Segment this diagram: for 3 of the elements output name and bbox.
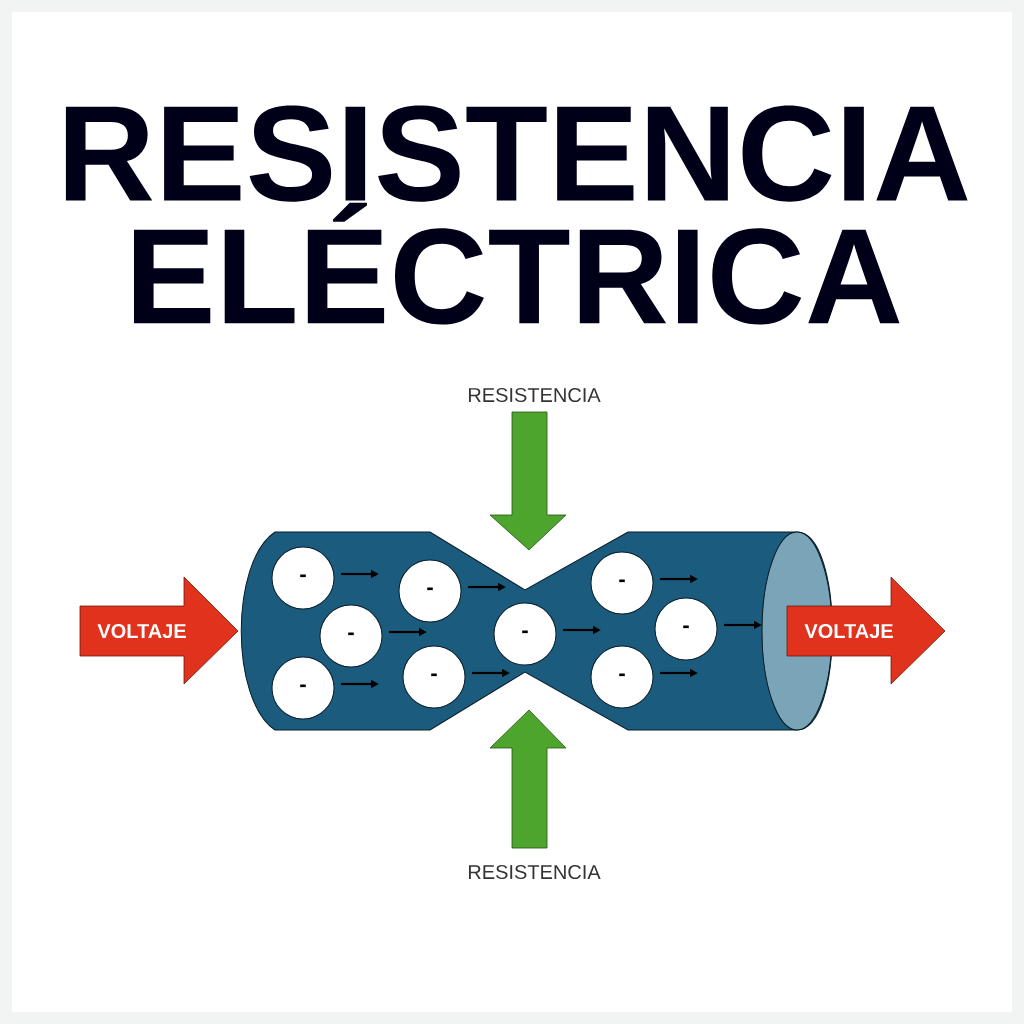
title: RESISTENCIA ELÉCTRICA bbox=[65, 105, 968, 325]
label: RESISTENCIA bbox=[468, 864, 601, 880]
label: RESISTENCIA bbox=[468, 387, 601, 403]
